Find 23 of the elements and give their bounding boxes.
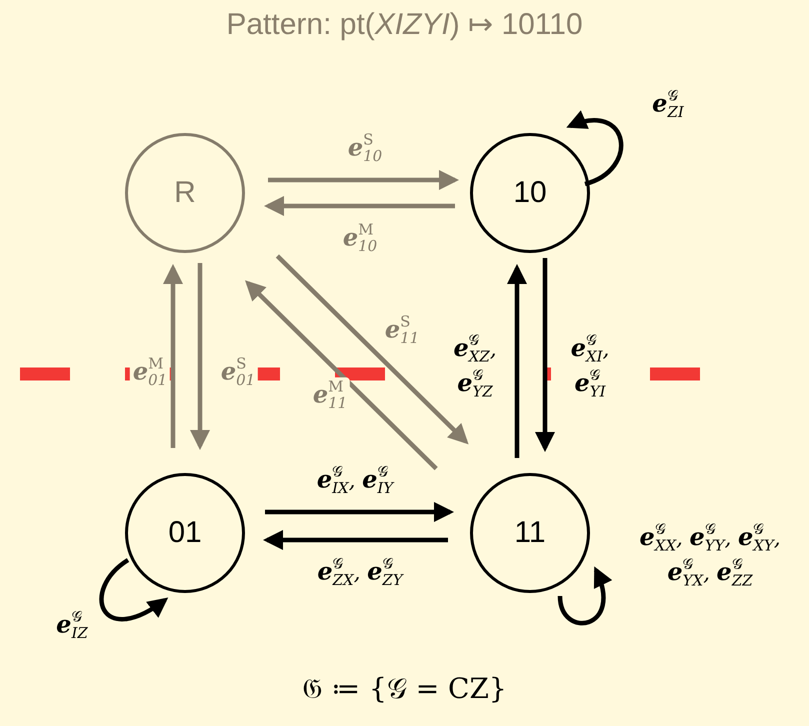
transition-arrow <box>190 263 210 450</box>
transition-arrow <box>264 196 455 216</box>
state-label: 01 <box>168 516 202 550</box>
transition-arrow <box>162 264 184 448</box>
transition-arrow <box>265 502 454 522</box>
transition-arrow <box>245 280 438 470</box>
self-loop-arrow <box>566 111 624 186</box>
self-loop-arrow <box>100 558 168 622</box>
state-circle <box>125 473 245 593</box>
transition-arrow <box>276 254 469 444</box>
diagram-title: Pattern: pt(XIZYI) ↦ 10110 <box>225 7 584 42</box>
transition-arrow <box>506 264 528 458</box>
state-circle <box>470 473 590 593</box>
state-circle <box>125 133 245 253</box>
state-label: R <box>174 176 196 210</box>
state-circle <box>470 133 590 253</box>
transition-arrow <box>534 258 556 452</box>
state-label: 11 <box>514 516 546 550</box>
state-label: 10 <box>513 176 547 210</box>
transition-arrow <box>268 170 460 190</box>
transition-arrow <box>262 530 448 550</box>
caption: 𝔊 ≔ {𝒢 = CZ} <box>301 672 508 706</box>
self-loop-arrow <box>558 566 612 626</box>
